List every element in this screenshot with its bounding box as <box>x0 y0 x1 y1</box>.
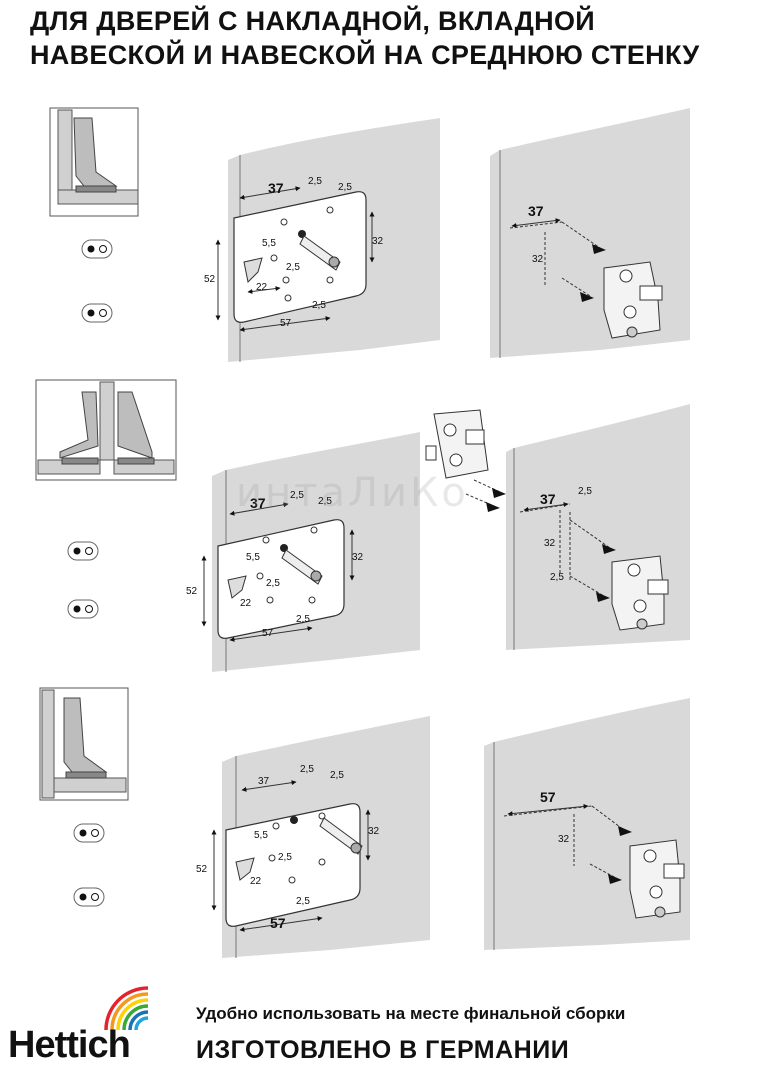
wall-dim-32: 32 <box>558 834 570 845</box>
brand-logo-wordmark: Hettich <box>8 1024 131 1066</box>
plate-dim-57: 57 <box>262 628 274 639</box>
page-title: ДЛЯ ДВЕРЕЙ С НАКЛАДНОЙ, ВКЛАДНОЙ НАВЕСКО… <box>30 4 760 72</box>
plate-dim-2-5: 2,5 <box>266 578 280 589</box>
logo-stripe <box>104 986 149 1031</box>
logo-stripe <box>122 1004 149 1031</box>
plate-dim-37: 37 <box>250 495 266 511</box>
hinge-plate-detail <box>425 409 506 512</box>
logo-stripe <box>128 1010 149 1031</box>
plate-dim-32: 32 <box>372 236 384 247</box>
mounting-plate-drawing <box>211 716 430 958</box>
plate-dim-22: 22 <box>240 598 252 609</box>
plate-dim-32: 32 <box>352 552 364 563</box>
plate-dim-37: 37 <box>258 776 270 787</box>
mounting-plate-drawing <box>201 432 420 672</box>
hinge-on-wall-drawing <box>506 404 690 650</box>
section-partition-door-thumbnail <box>39 687 129 801</box>
footer-made-in: ИЗГОТОВЛЕНО В ГЕРМАНИИ <box>196 1036 570 1064</box>
plate-dim-2-5: 2,5 <box>312 300 326 311</box>
section-overlay-door-thumbnail <box>49 107 139 217</box>
hole-pattern-icon <box>81 239 113 323</box>
title-line-1: ДЛЯ ДВЕРЕЙ С НАКЛАДНОЙ, ВКЛАДНОЙ <box>30 6 595 36</box>
logo-stripe <box>134 1016 149 1031</box>
mounting-plate-drawing <box>215 118 440 362</box>
plate-dim-22: 22 <box>256 282 268 293</box>
plate-dim-2-5: 2,5 <box>300 764 314 775</box>
plate-dim-2-5: 2,5 <box>318 496 332 507</box>
plate-dim-37: 37 <box>268 180 284 196</box>
wall-dim-32: 32 <box>544 538 556 549</box>
section-inset-door-thumbnail <box>35 379 177 481</box>
title-line-2: НАВЕСКОЙ И НАВЕСКОЙ НА СРЕДНЮЮ СТЕНКУ <box>30 40 700 70</box>
plate-dim-2-5: 2,5 <box>308 176 322 187</box>
hettich-logo-stripes <box>104 986 149 1031</box>
plate-dim-57: 57 <box>280 318 292 329</box>
plate-dim-57: 57 <box>270 915 286 931</box>
plate-dim-52: 52 <box>186 586 198 597</box>
hinge-on-wall-drawing <box>490 108 690 358</box>
plate-dim-22: 22 <box>250 876 262 887</box>
wall-dim-57: 57 <box>540 789 556 805</box>
hinge-on-wall-drawing <box>484 698 690 950</box>
logo-stripe <box>116 998 149 1031</box>
wall-dim-32: 32 <box>532 254 544 265</box>
logo-stripe <box>110 992 149 1031</box>
plate-dim-2-5: 2,5 <box>290 490 304 501</box>
plate-dim-5-5: 5,5 <box>262 238 276 249</box>
plate-dim-5-5: 5,5 <box>254 830 268 841</box>
wall-dim-37: 37 <box>540 491 556 507</box>
plate-dim-52: 52 <box>204 274 216 285</box>
watermark: интаЛиКо <box>236 470 469 516</box>
plate-dim-2-5: 2,5 <box>296 896 310 907</box>
footer-tagline: Удобно использовать на месте финальной с… <box>196 1004 626 1023</box>
plate-dim-2-5: 2,5 <box>330 770 344 781</box>
wall-dim-2-5: 2,5 <box>578 486 592 497</box>
plate-dim-32: 32 <box>368 826 380 837</box>
hole-pattern-icon <box>67 541 99 619</box>
plate-dim-2-5: 2,5 <box>338 182 352 193</box>
wall-dim-37: 37 <box>528 203 544 219</box>
wall-dim-2-5: 2,5 <box>550 572 564 583</box>
plate-dim-5-5: 5,5 <box>246 552 260 563</box>
plate-dim-2-5: 2,5 <box>296 614 310 625</box>
plate-dim-52: 52 <box>196 864 208 875</box>
plate-dim-2-5: 2,5 <box>278 852 292 863</box>
plate-dim-2-5: 2,5 <box>286 262 300 273</box>
hole-pattern-icon <box>73 823 105 907</box>
